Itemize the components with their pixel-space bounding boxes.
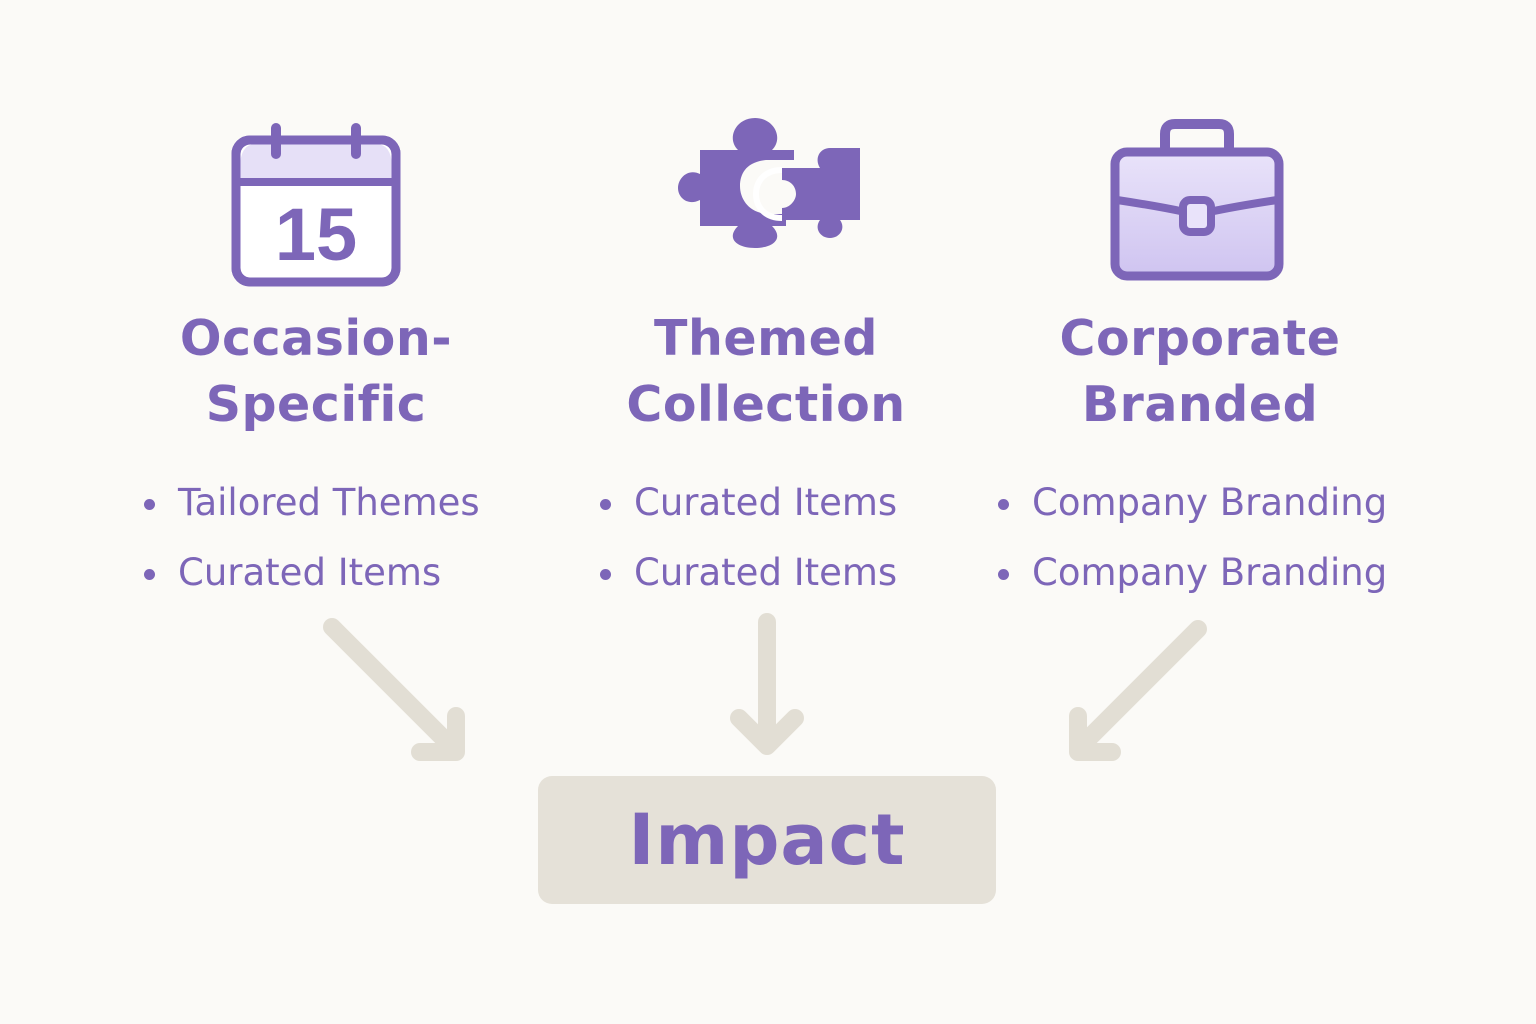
impact-box: Impact (538, 776, 996, 904)
category-title: Occasion- Specific (179, 310, 453, 433)
category-title: Corporate Branded (1059, 310, 1341, 433)
list-item: Company Branding (998, 538, 1387, 608)
feature-list: Curated Items Curated Items (600, 468, 897, 608)
category-title: Themed Collection (626, 310, 906, 433)
arrow-center-icon (730, 613, 804, 755)
list-item: Curated Items (144, 538, 480, 608)
impact-label: Impact (628, 799, 906, 881)
briefcase-icon (1097, 110, 1297, 300)
list-item: Tailored Themes (144, 468, 480, 538)
calendar-day-number: 15 (275, 193, 357, 276)
list-item: Curated Items (600, 468, 897, 538)
feature-list: Tailored Themes Curated Items (144, 468, 480, 608)
arrow-right-icon (1069, 620, 1207, 761)
calendar-icon: 15 (216, 110, 416, 300)
feature-list: Company Branding Company Branding (998, 468, 1387, 608)
arrow-left-icon (323, 618, 465, 761)
puzzle-icon (670, 110, 870, 300)
list-item: Company Branding (998, 468, 1387, 538)
list-item: Curated Items (600, 538, 897, 608)
